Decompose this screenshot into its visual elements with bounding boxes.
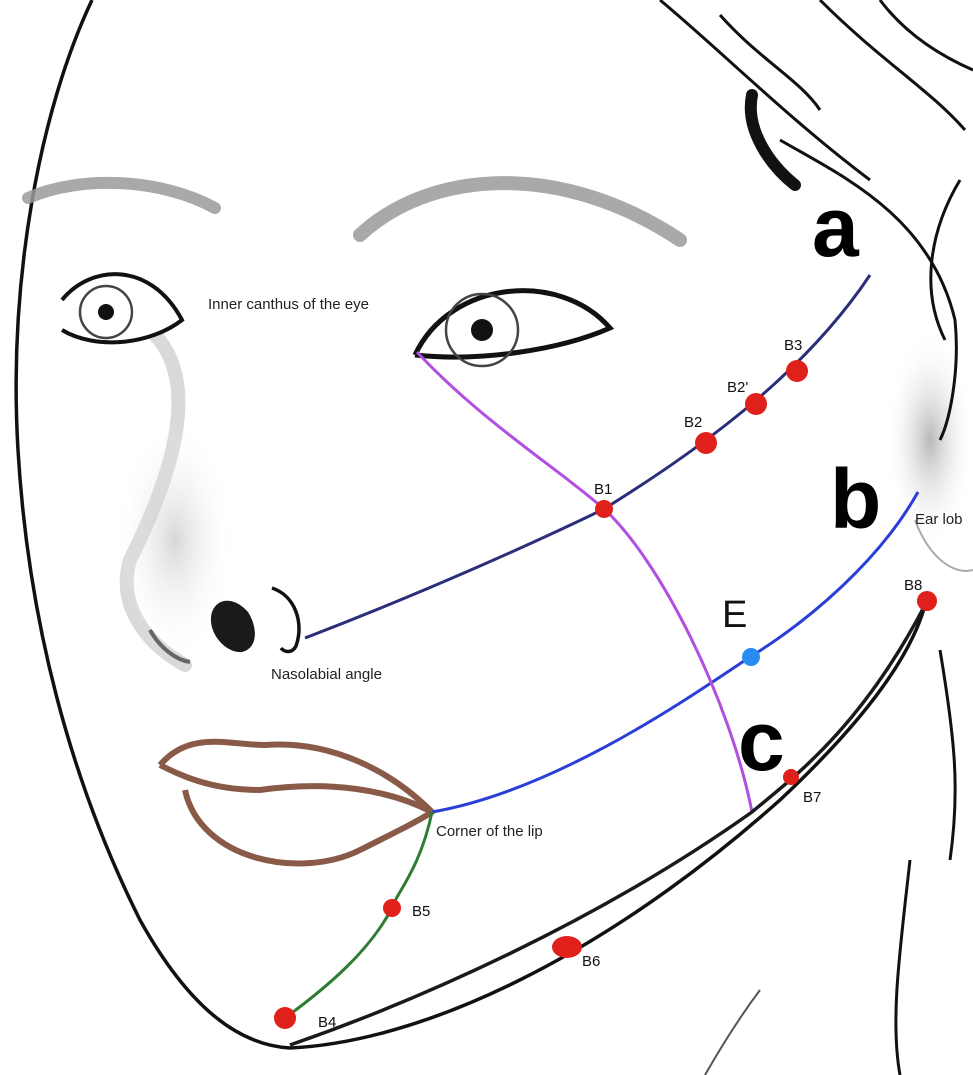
- label-inner-canthus: Inner canthus of the eye: [208, 296, 369, 313]
- label-ear-lobe: Ear lob: [915, 511, 963, 528]
- lips: [157, 738, 435, 867]
- point-b2p: [745, 393, 767, 415]
- hair-strands: [659, 0, 973, 1075]
- label-b8: B8: [904, 577, 922, 594]
- label-b1: B1: [594, 481, 612, 498]
- point-e: [742, 648, 760, 666]
- letter-a: a: [812, 180, 860, 274]
- point-b5: [383, 899, 401, 917]
- nostril: [210, 600, 255, 653]
- letter-e: E: [722, 594, 747, 636]
- nose-tip-shadow: [148, 628, 191, 664]
- line-b: [431, 491, 920, 814]
- eyebrow-left: [22, 176, 221, 214]
- line-c-jaw: [289, 604, 927, 1047]
- eyebrow-right: [353, 176, 687, 247]
- point-b4: [274, 1007, 296, 1029]
- neck-line: [704, 989, 761, 1075]
- label-nasolabial-angle: Nasolabial angle: [271, 666, 382, 683]
- labels: Inner canthus of the eye Nasolabial angl…: [208, 180, 963, 1031]
- label-b6: B6: [582, 953, 600, 970]
- label-b7: B7: [803, 789, 821, 806]
- label-corner-of-lip: Corner of the lip: [436, 823, 543, 840]
- point-b3: [786, 360, 808, 382]
- measurement-lines: [284, 274, 927, 1047]
- nose-shadow: [115, 420, 235, 660]
- label-b5: B5: [412, 903, 430, 920]
- letter-b: b: [830, 452, 881, 546]
- point-b7: [783, 769, 799, 785]
- ear-lobe-outline: [914, 519, 973, 572]
- line-lip-to-chin: [284, 811, 434, 1020]
- label-b2: B2: [684, 414, 702, 431]
- ear-inner: [744, 89, 801, 191]
- eye-right: [412, 288, 615, 368]
- ear-shadow: [885, 330, 973, 550]
- label-b3: B3: [784, 337, 802, 354]
- letter-c: c: [738, 694, 785, 788]
- point-b6: [552, 936, 582, 958]
- point-b8: [917, 591, 937, 611]
- points: [274, 360, 937, 1029]
- nose-wing: [271, 586, 301, 654]
- point-b2: [695, 432, 717, 454]
- eye-left: [60, 272, 185, 345]
- label-b4: B4: [318, 1014, 336, 1031]
- face-outline: [14, 0, 927, 1050]
- face-sketch: [14, 0, 973, 1075]
- ear-outline: [779, 138, 958, 441]
- label-b2p: B2': [727, 379, 748, 396]
- point-b1: [595, 500, 613, 518]
